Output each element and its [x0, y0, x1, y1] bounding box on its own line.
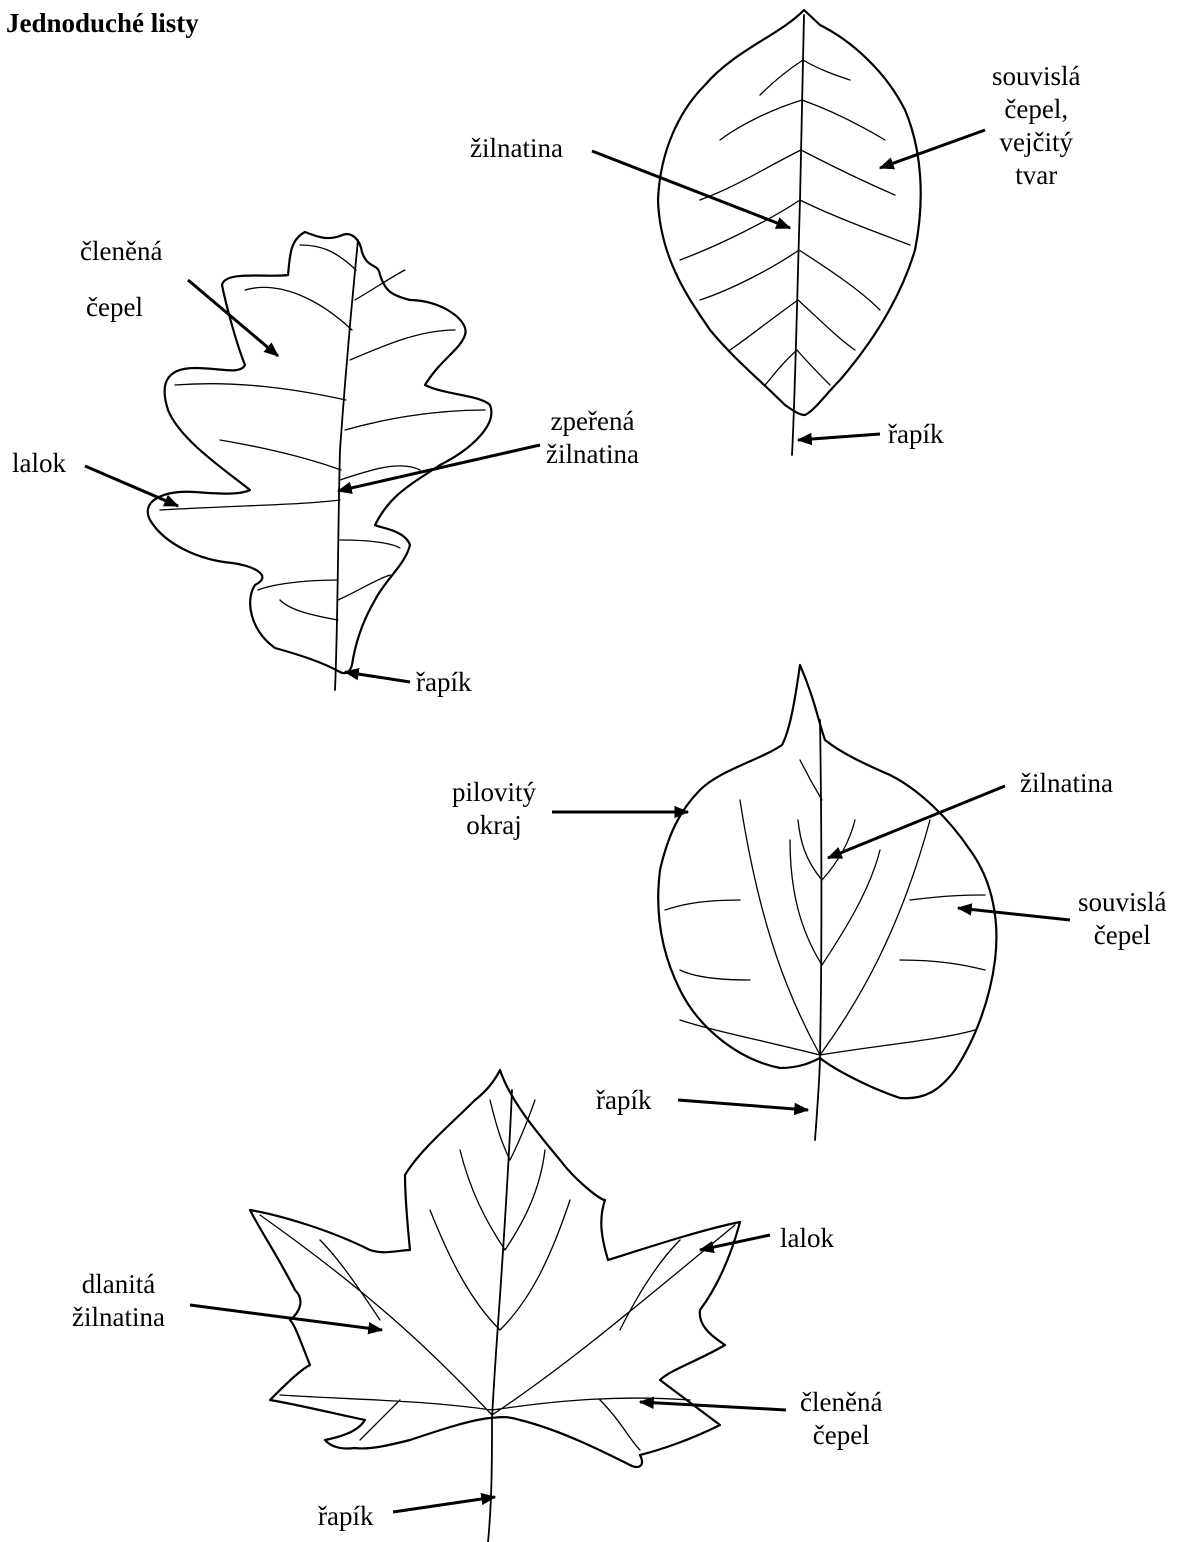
linden-serrate-edge-label: pilovitý okraj: [452, 776, 536, 842]
label-line: vejčitý: [992, 126, 1081, 159]
label-line: dlanitá: [72, 1268, 165, 1301]
label-line: čepel: [86, 291, 143, 324]
label-line: řapík: [596, 1084, 651, 1117]
maple-leaf: [250, 1070, 740, 1542]
label-line: souvislá: [1078, 886, 1167, 919]
oak-petiole-label: řapík: [416, 666, 471, 699]
linden-leaf: [658, 665, 996, 1140]
label-line: čepel,: [992, 93, 1081, 126]
oak-split-blade-label-line2: čepel: [86, 291, 143, 324]
label-line: členěná: [80, 235, 162, 268]
beech-venation-label: žilnatina: [470, 132, 563, 165]
beech-blade-label: souvislá čepel, vejčitý tvar: [992, 60, 1081, 192]
oak-split-blade-label: členěná: [80, 235, 162, 268]
label-line: souvislá: [992, 60, 1081, 93]
label-line: žilnatina: [1020, 767, 1113, 800]
label-line: pilovitý: [452, 776, 536, 809]
oak-lobe-label: lalok: [12, 447, 66, 480]
oak-pinnate-venation-label: zpeřená žilnatina: [546, 405, 639, 471]
maple-petiole-label: řapík: [318, 1500, 373, 1533]
label-line: čepel: [800, 1419, 882, 1452]
maple-palmate-venation-label: dlanitá žilnatina: [72, 1268, 165, 1334]
label-line: zpeřená: [546, 405, 639, 438]
linden-venation-label: žilnatina: [1020, 767, 1113, 800]
label-line: čepel: [1078, 919, 1167, 952]
linden-petiole-label: řapík: [596, 1084, 651, 1117]
label-line: řapík: [888, 418, 943, 451]
label-line: žilnatina: [72, 1301, 165, 1334]
maple-lobe-label: lalok: [780, 1222, 834, 1255]
label-line: tvar: [992, 159, 1081, 192]
oak-leaf: [148, 232, 492, 690]
label-line: okraj: [452, 809, 536, 842]
label-line: žilnatina: [470, 132, 563, 165]
label-line: lalok: [12, 447, 66, 480]
maple-split-blade-label: členěná čepel: [800, 1386, 882, 1452]
label-line: řapík: [318, 1500, 373, 1533]
linden-blade-label: souvislá čepel: [1078, 886, 1167, 952]
beech-petiole-label: řapík: [888, 418, 943, 451]
label-line: žilnatina: [546, 438, 639, 471]
label-line: členěná: [800, 1386, 882, 1419]
label-line: lalok: [780, 1222, 834, 1255]
label-line: řapík: [416, 666, 471, 699]
beech-leaf: [658, 10, 921, 455]
